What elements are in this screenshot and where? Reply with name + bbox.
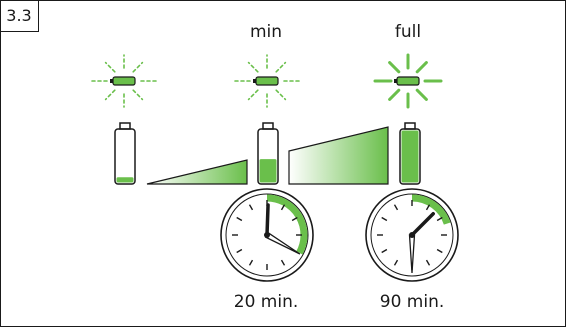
charge-ramp-short — [146, 159, 248, 185]
clock-20-min-icon — [220, 188, 314, 282]
charge-ramp-long — [288, 126, 389, 185]
battery-empty-icon — [114, 122, 136, 185]
indicator-light-empty — [90, 54, 158, 108]
label-full: full — [394, 22, 422, 42]
clock-90-min-icon — [365, 188, 459, 282]
step-number: 3.3 — [0, 0, 39, 32]
indicator-light-min — [233, 54, 301, 108]
battery-min-icon — [257, 122, 279, 185]
label-time-long: 90 min. — [379, 292, 445, 312]
label-time-short: 20 min. — [233, 292, 299, 312]
label-min: min — [249, 22, 283, 42]
battery-full-icon — [399, 122, 421, 185]
indicator-light-full — [373, 53, 443, 109]
